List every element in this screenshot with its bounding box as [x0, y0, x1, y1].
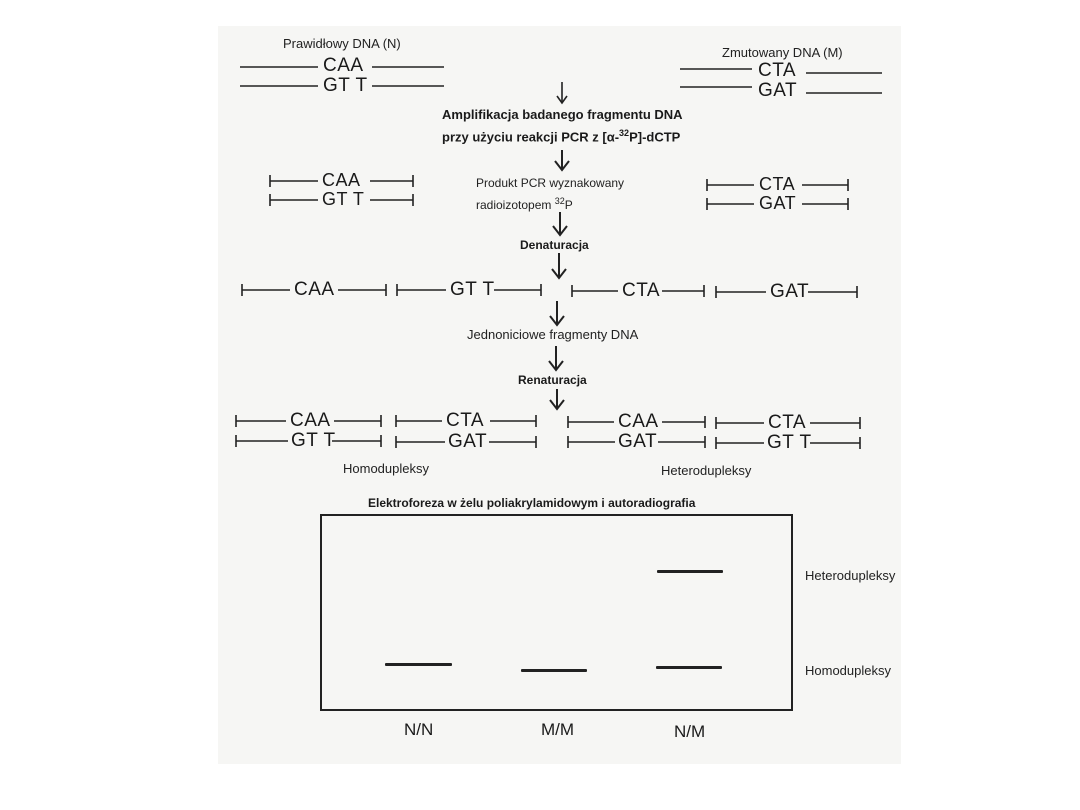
band-mm-homoduplex: [521, 669, 587, 672]
gel-title: Elektroforeza w żelu poliakrylamidowym i…: [368, 496, 696, 510]
band-nn-homoduplex: [385, 663, 452, 666]
arrow-down-icon: [549, 389, 565, 411]
duplex-2-bottom: GAT: [448, 431, 488, 452]
denaturation-label: Denaturacja: [520, 238, 589, 252]
lane-label-nn: N/N: [404, 720, 434, 739]
scanned-page: [218, 26, 901, 764]
arrow-down-icon: [549, 301, 565, 327]
arrow-down-icon: [552, 212, 568, 237]
gel-side-homo-label: Homodupleksy: [805, 663, 891, 678]
duplex-4-top: CTA: [768, 412, 807, 433]
duplex-4-bottom: GT T: [767, 432, 812, 453]
lane-label-nm: N/M: [674, 722, 706, 741]
lane-label-mm: M/M: [541, 720, 575, 739]
gel-frame: [320, 514, 793, 711]
single-strand-cta: CTA: [622, 280, 661, 301]
amplification-line2: przy użyciu reakcji PCR z [α-32P]-dCTP: [442, 128, 681, 145]
amplification-line1: Amplifikacja badanego fragmentu DNA: [442, 107, 683, 122]
pcr-product-line2: radioizotopem 32P: [476, 196, 573, 212]
mutant-bottom-seq: GAT: [758, 80, 798, 101]
pcr-left-top-seq: CAA: [322, 170, 361, 190]
arrow-down-icon: [554, 150, 570, 172]
mutant-dna-label: Zmutowany DNA (M): [722, 45, 843, 60]
pcr-right-top-seq: CTA: [759, 174, 796, 194]
single-strand-gat: GAT: [770, 281, 810, 302]
duplex-3-top: CAA: [618, 411, 659, 432]
duplex-1-bottom: GT T: [291, 430, 336, 451]
single-strands-label: Jednoniciowe fragmenty DNA: [467, 327, 639, 342]
renaturation-label: Renaturacja: [518, 373, 587, 387]
normal-top-seq: CAA: [323, 55, 364, 76]
band-nm-heteroduplex: [657, 570, 723, 573]
single-strand-caa: CAA: [294, 279, 335, 300]
mutant-top-seq: CTA: [758, 60, 797, 81]
arrow-down-icon: [551, 253, 567, 280]
pcr-left-bottom-seq: GT T: [322, 189, 365, 209]
duplex-1-top: CAA: [290, 410, 331, 431]
arrow-down-icon: [556, 82, 568, 105]
band-nm-homoduplex: [656, 666, 722, 669]
pcr-right-bottom-seq: GAT: [759, 193, 797, 213]
arrow-down-icon: [548, 346, 564, 372]
heteroduplexes-label: Heterodupleksy: [661, 463, 752, 478]
duplex-2-top: CTA: [446, 410, 485, 431]
single-strand-gtt: GT T: [450, 279, 495, 300]
homoduplexes-label: Homodupleksy: [343, 461, 429, 476]
pcr-product-line1: Produkt PCR wyznakowany: [476, 176, 625, 190]
normal-dna-label: Prawidłowy DNA (N): [283, 36, 401, 51]
duplex-3-bottom: GAT: [618, 431, 658, 452]
normal-bottom-seq: GT T: [323, 75, 368, 96]
gel-side-hetero-label: Heterodupleksy: [805, 568, 896, 583]
